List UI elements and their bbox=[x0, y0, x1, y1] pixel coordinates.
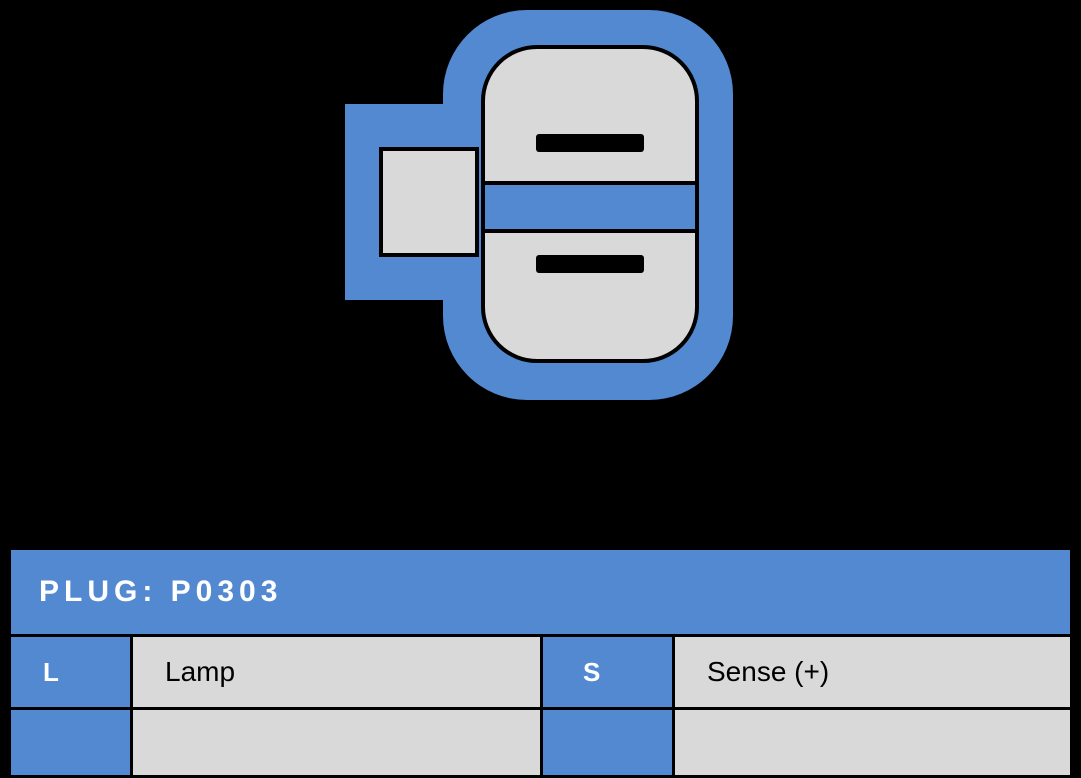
pin-desc-cell-sense: Sense (+) bbox=[675, 637, 1070, 707]
pin-desc-cell-lamp: Lamp bbox=[133, 637, 543, 707]
connector-center-band bbox=[485, 181, 695, 233]
empty-desc-cell bbox=[133, 710, 543, 775]
empty-desc-cell bbox=[675, 710, 1070, 775]
connector-diagram bbox=[345, 8, 737, 404]
table-row: L Lamp S Sense (+) bbox=[11, 637, 1070, 710]
plug-table-title: PLUG: P0303 bbox=[11, 550, 1070, 637]
pin-key-cell-L: L bbox=[11, 637, 133, 707]
pin-slot-bottom bbox=[536, 255, 644, 273]
table-row bbox=[11, 710, 1070, 775]
empty-key-cell bbox=[543, 710, 675, 775]
pin-slot-top bbox=[536, 134, 644, 152]
plug-pinout-table: PLUG: P0303 L Lamp S Sense (+) bbox=[8, 547, 1073, 778]
pin-key-cell-S: S bbox=[543, 637, 675, 707]
connector-tab-notch bbox=[379, 147, 479, 257]
empty-key-cell bbox=[11, 710, 133, 775]
